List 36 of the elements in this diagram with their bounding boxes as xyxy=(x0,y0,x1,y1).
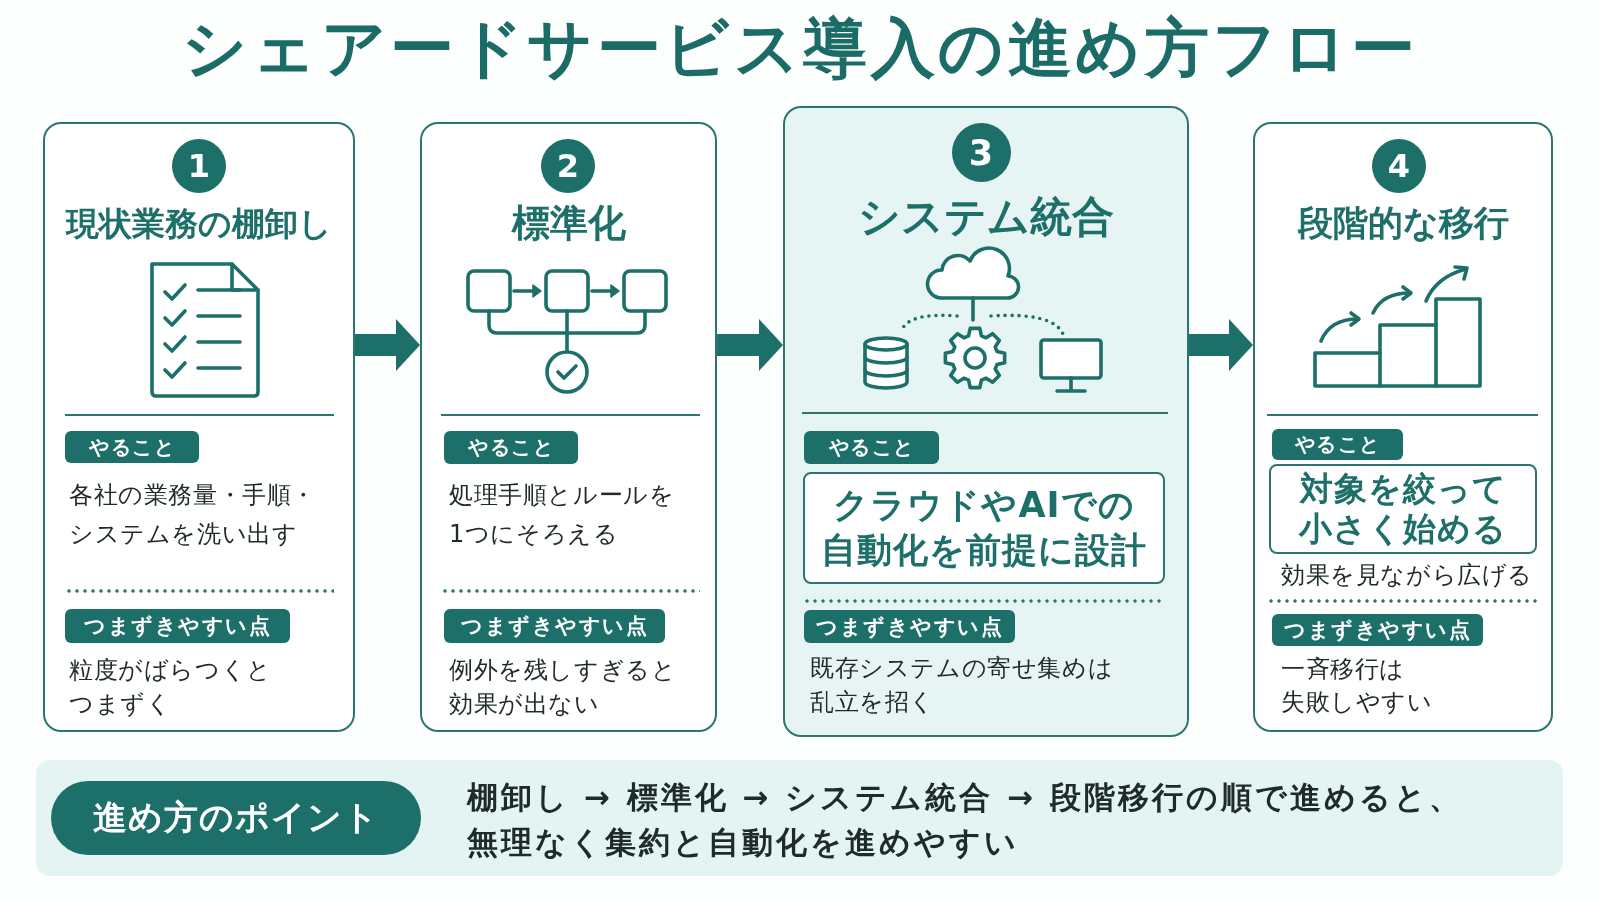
highlight-box: クラウドやAIでの自動化を前提に設計 xyxy=(803,472,1165,584)
section-tag: つまずきやすい点 xyxy=(804,610,1015,643)
step-heading: 現状業務の棚卸し xyxy=(66,203,332,243)
summary-text: 棚卸し → 標準化 → システム統合 → 段階移行の順で進めると、無理なく集約と自動化を進めやすい xyxy=(467,778,1463,862)
pitfall-text: 例外を残しすぎると効果が出ない xyxy=(449,655,677,720)
step-heading: 段階的な移行 xyxy=(1297,203,1509,244)
arrow xyxy=(1189,319,1253,371)
highlight-box: 対象を絞って小さく始める xyxy=(1269,464,1537,554)
step-card xyxy=(783,106,1189,737)
arrow xyxy=(717,319,783,371)
note-text: 効果を見ながら広げる xyxy=(1281,560,1533,591)
pitfall-text: 一斉移行は失敗しやすい xyxy=(1281,654,1433,718)
pitfall-text: 既存システムの寄せ集めは乱立を招く xyxy=(810,653,1114,718)
task-text: 処理手順とルールを1つにそろえる xyxy=(449,480,675,550)
diagram-title: シェアードサービス導入の進め方フロー xyxy=(181,11,1419,85)
section-tag: つまずきやすい点 xyxy=(1272,614,1483,646)
section-tag: やること xyxy=(444,431,578,464)
step-heading: 標準化 xyxy=(511,201,626,246)
step-heading: システム統合 xyxy=(858,191,1114,241)
step-number-circle: 1 xyxy=(172,139,226,193)
summary-band xyxy=(36,760,1563,876)
section-tag: つまずきやすい点 xyxy=(65,609,290,643)
step-card xyxy=(1253,122,1553,732)
step-number-circle: 2 xyxy=(541,139,595,193)
section-tag: つまずきやすい点 xyxy=(444,609,665,643)
step-number-circle: 3 xyxy=(951,123,1011,182)
arrow xyxy=(355,319,420,371)
section-tag: やること xyxy=(804,431,939,464)
step-card xyxy=(43,122,355,732)
pitfall-text: 粒度がばらつくとつまずく xyxy=(69,655,272,720)
step-number-circle: 4 xyxy=(1372,139,1426,193)
section-tag: やること xyxy=(65,431,199,463)
point-pill: 進め方のポイント xyxy=(51,781,421,855)
section-tag: やること xyxy=(1272,429,1403,460)
step-card xyxy=(420,122,717,732)
task-text: 各社の業務量・手順・システムを洗い出す xyxy=(69,480,316,550)
